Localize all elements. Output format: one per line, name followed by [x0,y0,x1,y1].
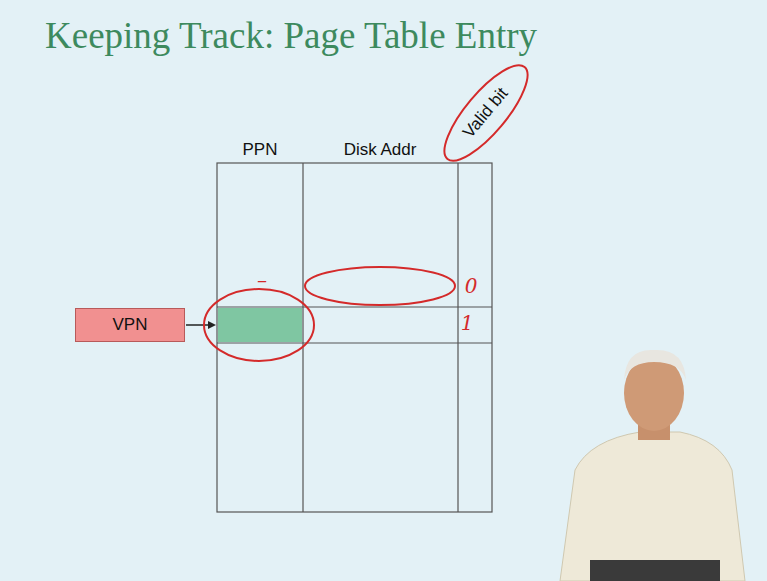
red-circle [305,267,455,305]
column-header: PPN [243,140,278,160]
red-circle [204,289,314,361]
column-header: Disk Addr [344,140,417,160]
handwritten-mark: – [257,268,267,292]
column-divider [457,163,458,512]
handwritten-mark: 0 [465,274,478,298]
red-circle [432,54,540,172]
handwritten-mark: 1 [461,311,474,335]
vpn-box: VPN [75,308,185,342]
arrow-head [208,321,216,329]
column-header: Valid bit [459,84,512,142]
presenter [560,350,745,581]
table-outline [217,163,492,512]
row-divider [217,342,492,343]
column-divider [302,163,303,512]
box-label: VPN [113,315,148,335]
ppn-cell [218,308,302,342]
row-divider [217,306,492,307]
pointer-line [186,324,210,326]
slide-title: Keeping Track: Page Table Entry [45,14,537,57]
